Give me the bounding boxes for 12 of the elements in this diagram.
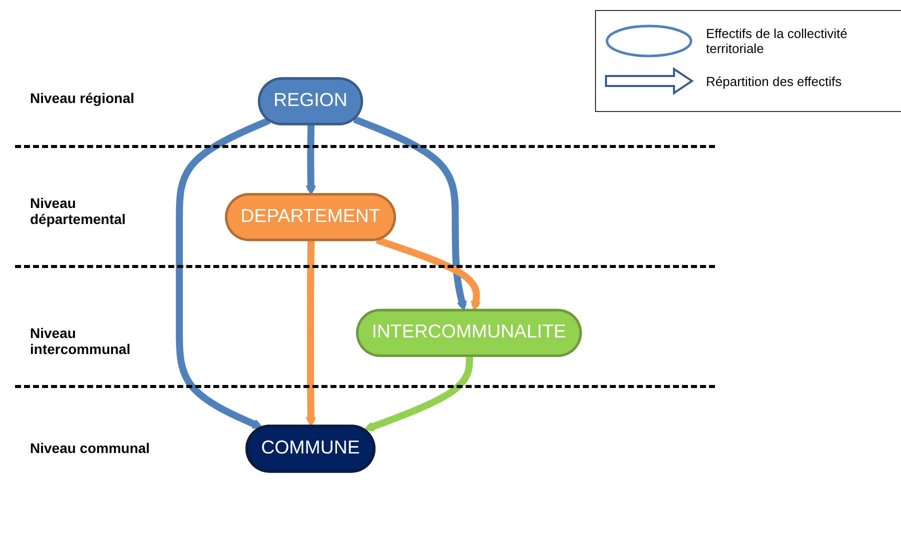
arrow	[306, 124, 316, 196]
level-label: Niveau régional	[30, 90, 136, 106]
level-label: Niveau intercommunal	[30, 325, 132, 357]
arrow	[376, 236, 481, 312]
arrow	[364, 356, 474, 432]
legend-text: Répartition des effectifs	[706, 74, 842, 88]
level-label: Niveau communal	[30, 440, 151, 456]
level-label: Niveau départemental	[30, 195, 127, 227]
arrow	[176, 117, 271, 430]
arrow	[353, 116, 467, 312]
arrow	[306, 240, 316, 427]
legend-text: Effectifs de la collectivité territoriale	[706, 26, 848, 56]
